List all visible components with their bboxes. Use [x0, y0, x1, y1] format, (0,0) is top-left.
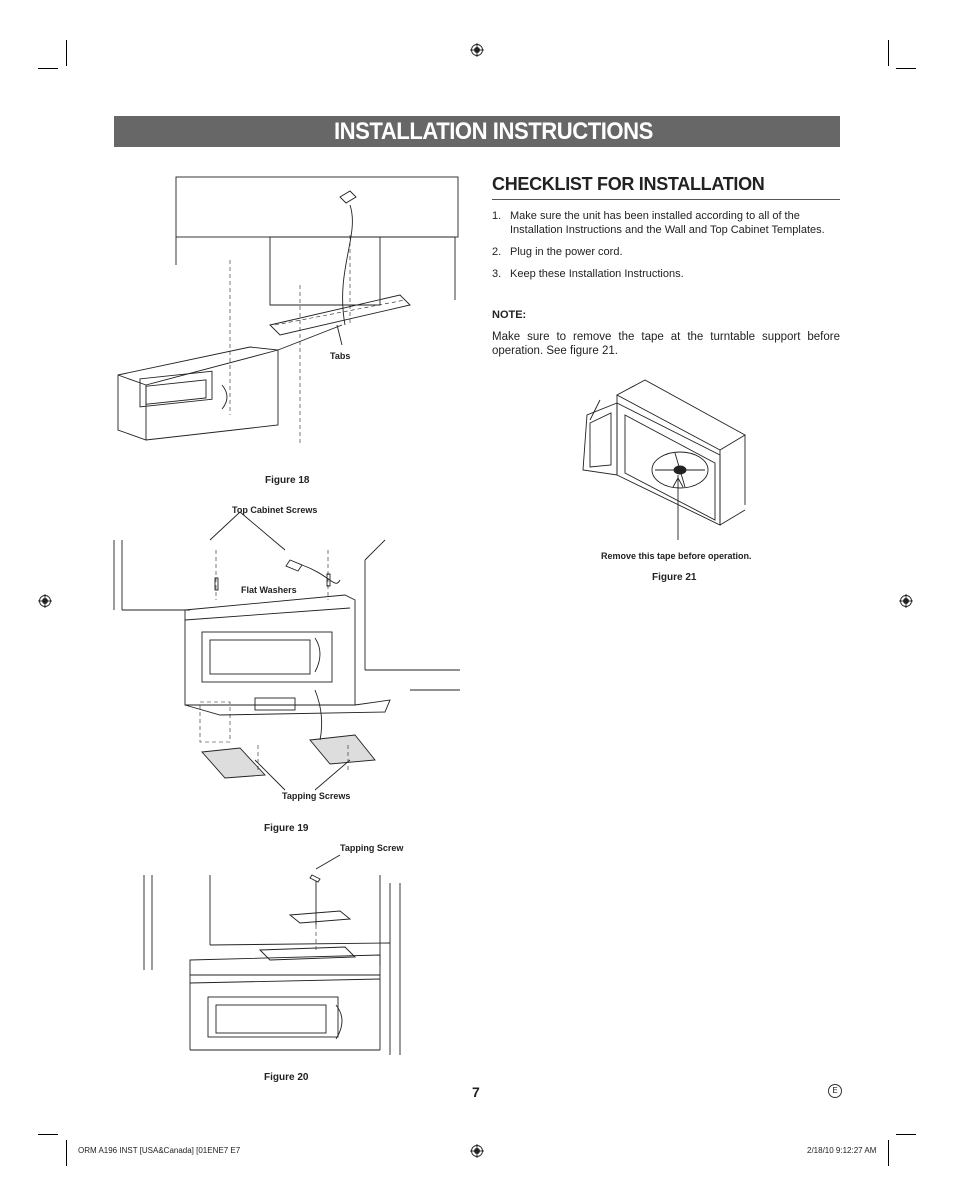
checklist-list: 1.Make sure the unit has been installed …: [492, 209, 842, 289]
list-item: 2.Plug in the power cord.: [492, 246, 623, 258]
title-banner: INSTALLATION INSTRUCTIONS: [114, 116, 840, 147]
figure-18-illustration: [117, 176, 459, 445]
crop-mark-icon: [38, 68, 58, 69]
crop-mark-icon: [888, 1140, 889, 1166]
page-number: 7: [472, 1084, 480, 1100]
figure-19-illustration: [113, 511, 460, 791]
label-tabs: Tabs: [330, 351, 351, 361]
crop-mark-icon: [888, 40, 889, 66]
registration-mark-icon: [38, 594, 52, 608]
label-remove-tape: Remove this tape before operation.: [601, 551, 752, 561]
registration-mark-icon: [470, 43, 484, 57]
crop-mark-icon: [896, 1134, 916, 1135]
crop-mark-icon: [38, 1134, 58, 1135]
figure-18-caption: Figure 18: [265, 475, 310, 486]
note-text: Make sure to remove the tape at the turn…: [492, 331, 840, 357]
footer-doc-id: ORM A196 INST [USA&Canada] [01ENE7 E7: [78, 1146, 241, 1155]
figure-19-caption: Figure 19: [264, 823, 309, 834]
crop-mark-icon: [66, 1140, 67, 1166]
label-tapping-screw: Tapping Screw: [340, 843, 404, 853]
checklist-title: CHECKLIST FOR INSTALLATION: [492, 174, 765, 194]
note-heading: NOTE:: [492, 309, 527, 321]
registration-mark-icon: [470, 1144, 484, 1158]
list-item: 1.Make sure the unit has been installed …: [492, 210, 825, 236]
figure-21-caption: Figure 21: [652, 572, 697, 583]
label-flat-washers: Flat Washers: [241, 585, 297, 595]
label-tapping-screws: Tapping Screws: [282, 791, 351, 801]
figure-21-illustration: [582, 379, 746, 540]
crop-mark-icon: [66, 40, 67, 66]
page-title: INSTALLATION INSTRUCTIONS: [334, 118, 653, 145]
label-top-cabinet-screws: Top Cabinet Screws: [232, 505, 318, 515]
language-mark: E: [828, 1084, 842, 1098]
registration-mark-icon: [899, 594, 913, 608]
crop-mark-icon: [896, 68, 916, 69]
list-item: 3.Keep these Installation Instructions.: [492, 268, 684, 280]
footer-timestamp: 2/18/10 9:12:27 AM: [807, 1146, 877, 1155]
figure-20-illustration: [143, 854, 401, 1055]
figure-20-caption: Figure 20: [264, 1072, 309, 1083]
section-divider: [492, 199, 840, 200]
